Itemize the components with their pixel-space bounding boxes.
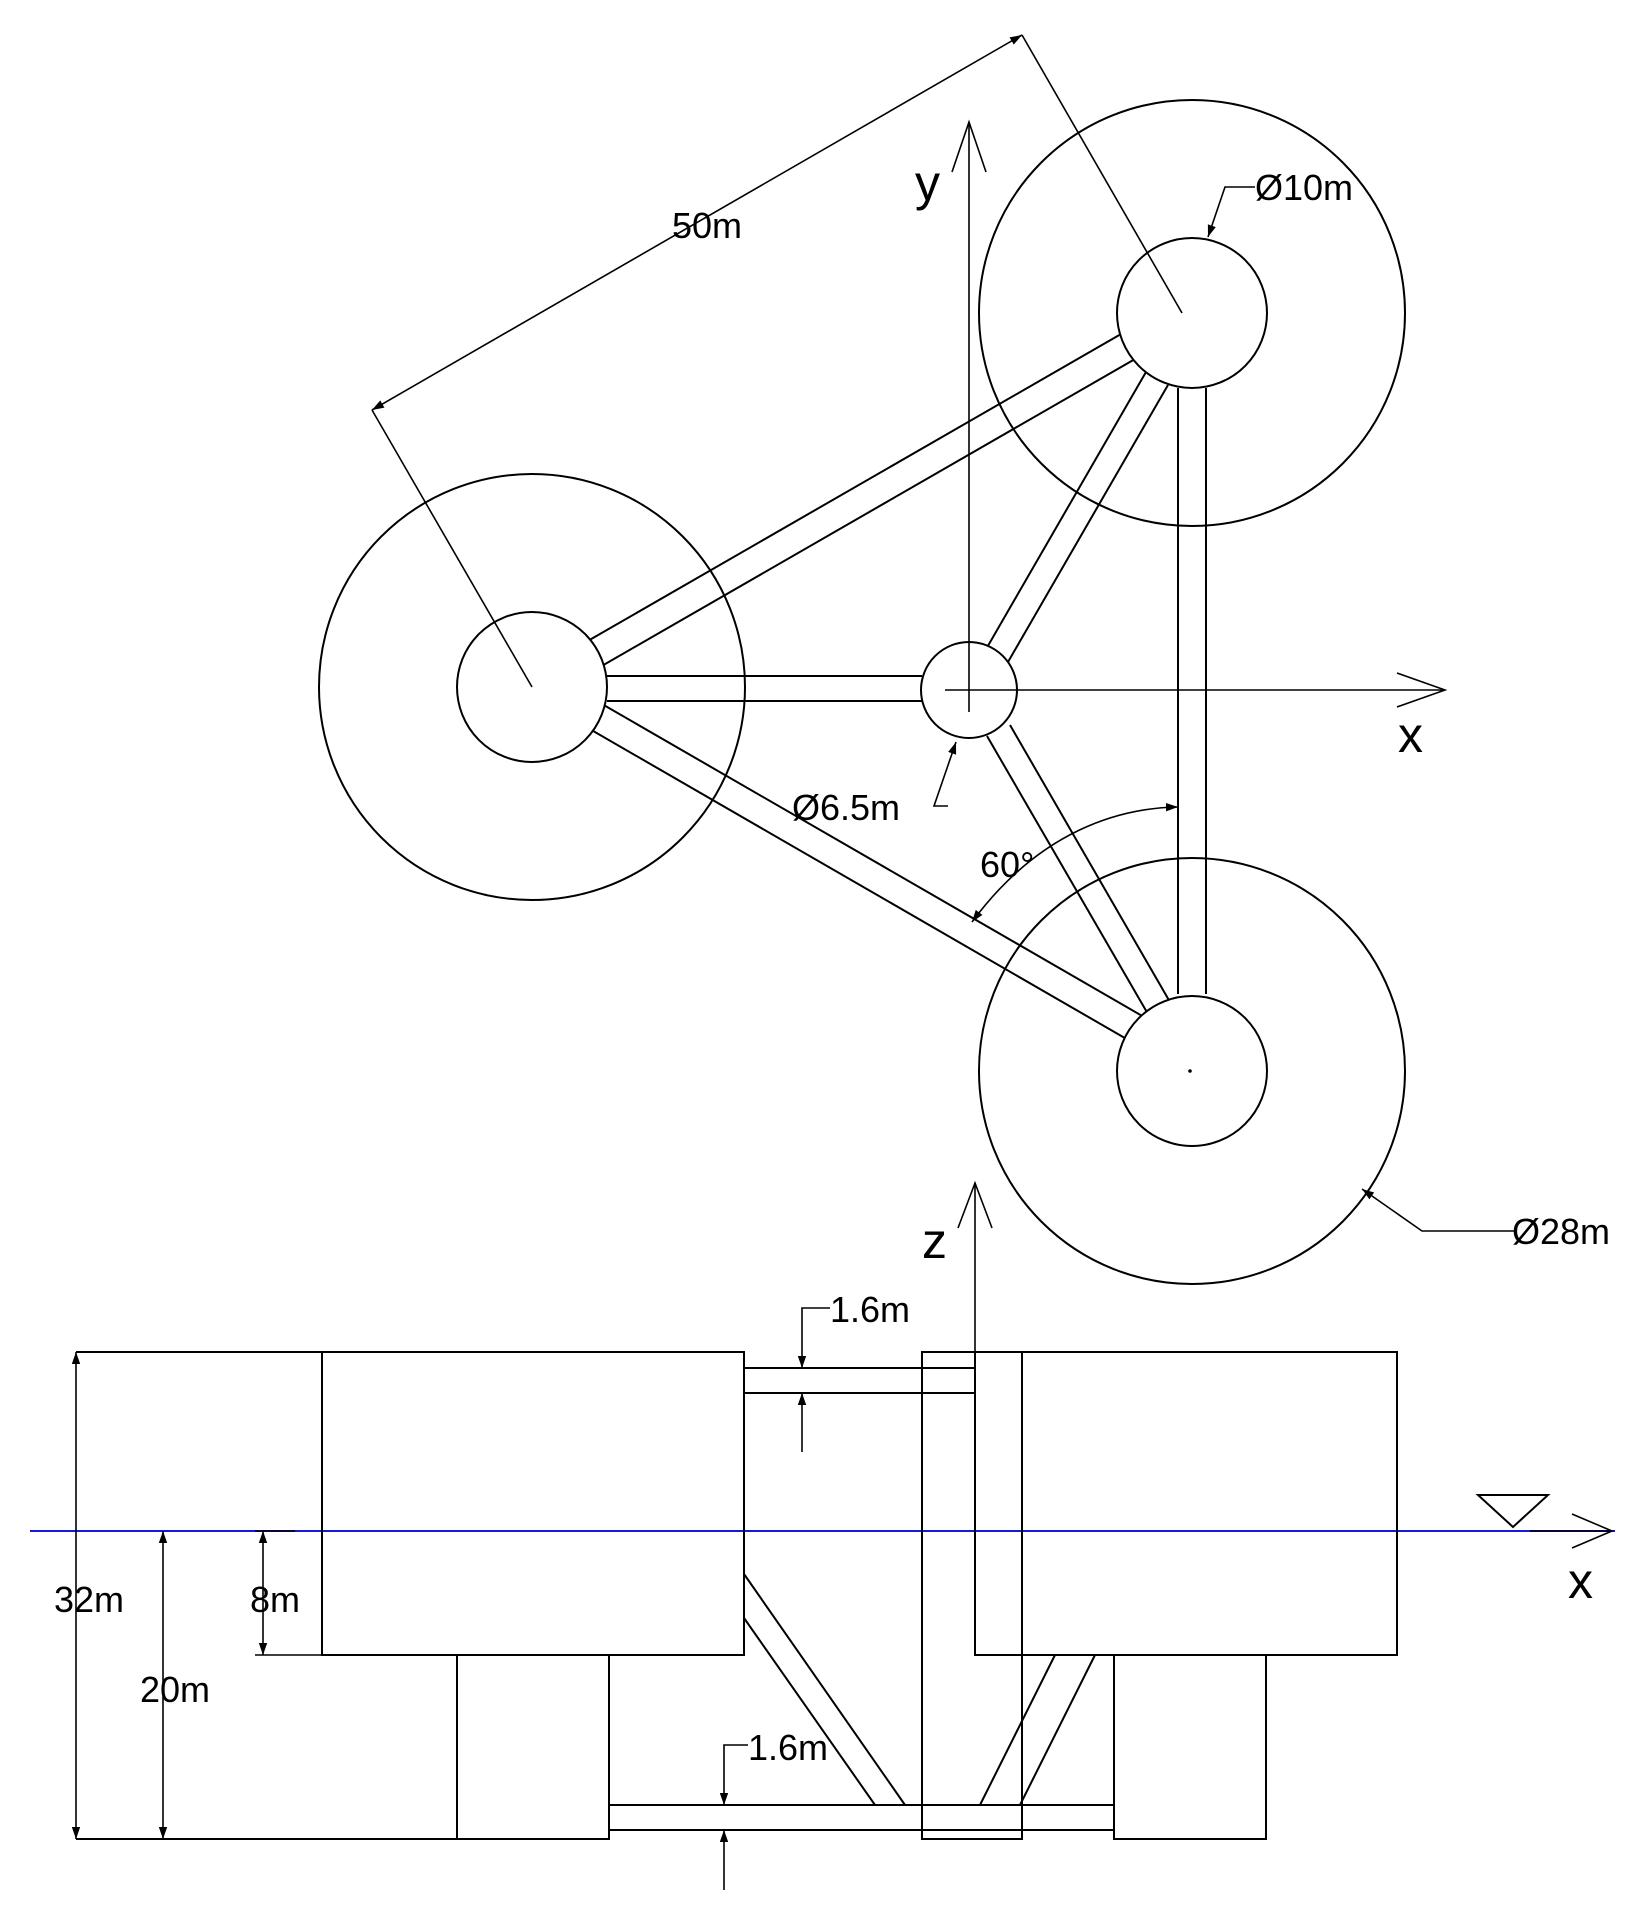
heave-plate-bottom-right (978, 857, 1406, 1285)
leader-line (1207, 186, 1255, 238)
dimension-50m: 50m (371, 34, 1183, 688)
angle-label: 60° (980, 844, 1034, 885)
dimension-20m: 20m (140, 1531, 210, 1839)
leader-line (1361, 1188, 1515, 1232)
dimension-top-brace: 1.6m (797, 1289, 910, 1452)
dimension-8m: 8m (250, 1530, 322, 1656)
diagonal-right (1019, 1654, 1096, 1806)
central-column (921, 1351, 1023, 1840)
diagonal-right (979, 1654, 1056, 1806)
leader-line (932, 741, 957, 807)
bottom-brace (608, 1804, 1115, 1831)
upper-column-label: 8m (250, 1579, 300, 1620)
diagonal-left (743, 1617, 876, 1806)
plan-view: y x 50m Ø10m Ø6.5m Ø28m 60° (318, 34, 1610, 1285)
brace-left-bottomright (601, 703, 1145, 1018)
angle-arc (971, 803, 1179, 923)
extension-line-left (371, 409, 533, 688)
bottom-brace-label: 1.6m (748, 1727, 828, 1768)
heave-plate-left (318, 473, 746, 901)
total-height-label: 32m (54, 1579, 124, 1620)
spacing-label: 50m (672, 205, 742, 246)
left-heave-plate-block (456, 1654, 610, 1840)
diagonal-left (743, 1573, 906, 1806)
z-axis-label: z (922, 1213, 947, 1269)
extension-line-right (1021, 34, 1183, 314)
large-diameter-label: Ø28m (1512, 1211, 1610, 1252)
x-axis-label: x (1398, 707, 1423, 763)
brace-center-topright (984, 371, 1147, 652)
leader-large-diameter: Ø28m (1361, 1188, 1610, 1252)
elevation-view: x z 32m 20m (30, 1180, 1615, 1890)
column-top-right (1116, 237, 1268, 389)
elev-x-axis-label: x (1568, 1553, 1593, 1609)
y-axis-label: y (915, 155, 940, 211)
center-diameter-label: Ø6.5m (792, 787, 900, 828)
right-heave-plate-block (1113, 1654, 1267, 1840)
dimension-32m: 32m (54, 1352, 124, 1839)
brace-left-topright (585, 329, 1129, 643)
top-brace-label: 1.6m (830, 1289, 910, 1330)
water-level-symbol (1475, 1494, 1551, 1529)
top-brace (743, 1367, 976, 1394)
column-bottom-right (1116, 995, 1268, 1147)
brace-left-topright (599, 354, 1143, 668)
angle-60: 60° (971, 803, 1179, 923)
x-axis-arrowhead (1396, 672, 1448, 708)
dimension-line (371, 34, 1023, 411)
plan-braces (585, 329, 1207, 1042)
elev-x-arrowhead (1571, 1513, 1615, 1549)
column-center-dot (1188, 1069, 1192, 1073)
leader-center-diameter: Ø6.5m (792, 741, 957, 828)
leader-line (719, 1744, 748, 1805)
brace-left-bottomright (587, 727, 1131, 1042)
right-upper-column (974, 1351, 1398, 1656)
leader-small-diameter: Ø10m (1207, 167, 1353, 238)
brace-center-topright (1007, 384, 1169, 663)
draft-label: 20m (140, 1669, 210, 1710)
dimension-bottom-brace: 1.6m (719, 1727, 828, 1890)
z-axis-arrowhead (957, 1180, 993, 1229)
leader-line (797, 1307, 830, 1368)
small-diameter-label: Ø10m (1255, 167, 1353, 208)
left-upper-column (321, 1351, 745, 1656)
